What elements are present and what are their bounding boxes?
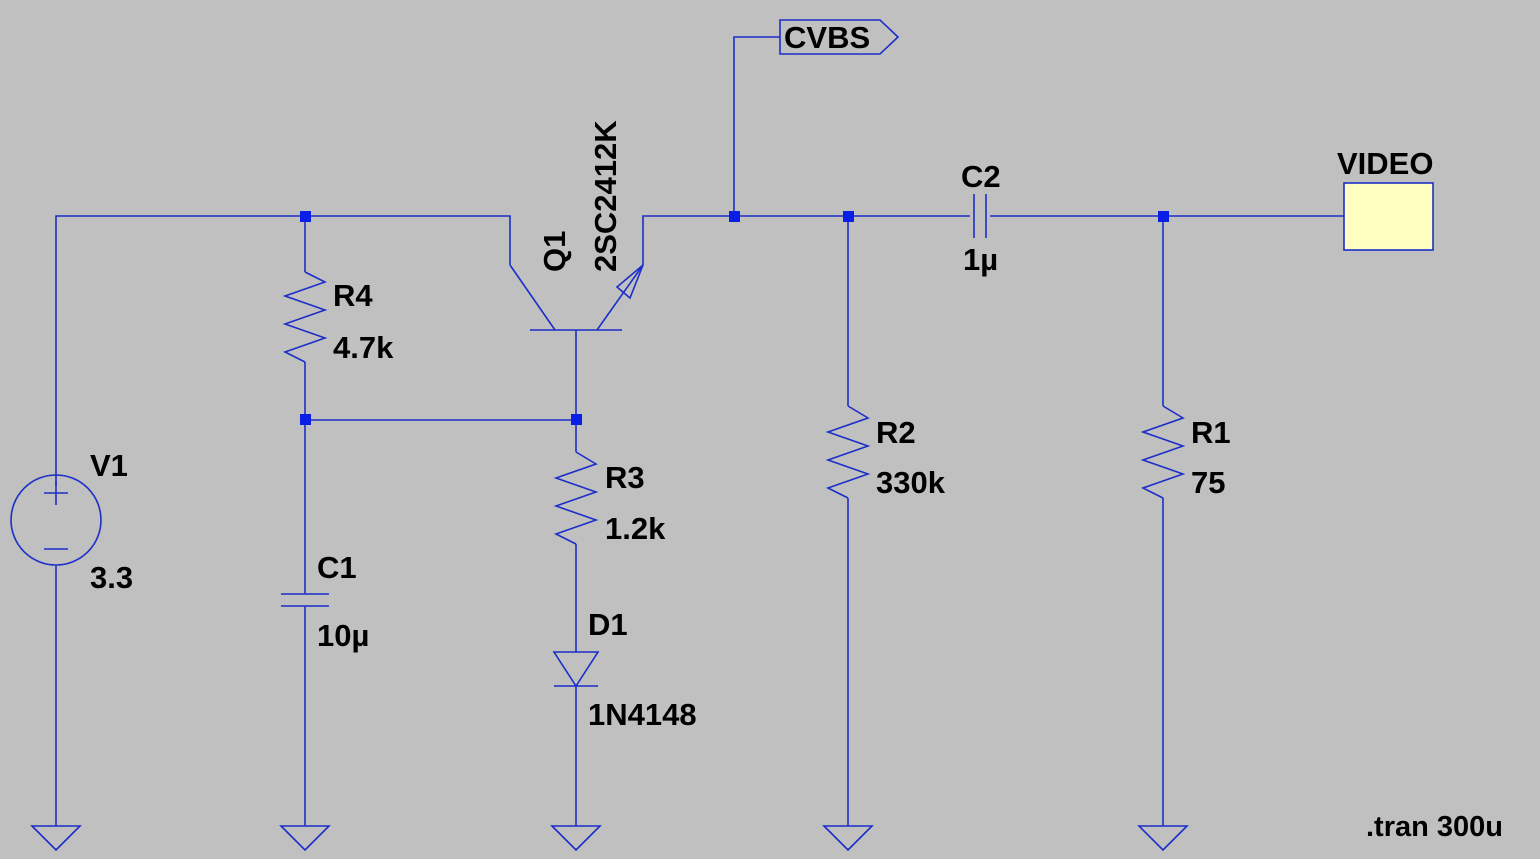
junctions — [300, 211, 1169, 425]
v1-name-label: V1 — [90, 448, 128, 483]
junction-bias-left — [300, 414, 311, 425]
voltage-source-v1[interactable]: V1 3.3 — [10, 448, 133, 595]
port-video[interactable]: VIDEO — [1337, 146, 1434, 251]
junction-r1 — [1158, 211, 1169, 222]
d1-triangle-icon — [552, 651, 600, 688]
r2-value-label: 330k — [876, 465, 946, 500]
r1-name-label: R1 — [1191, 415, 1231, 450]
q1-emitter — [596, 264, 644, 331]
resistor-r3[interactable]: R3 1.2k — [553, 451, 666, 546]
d1-value-label: 1N4148 — [588, 697, 697, 732]
transistor-q1[interactable]: Q1 2SC2412K — [509, 120, 644, 331]
diode-d1[interactable]: D1 1N4148 — [552, 607, 697, 732]
resistor-r4[interactable]: R4 4.7k — [282, 271, 394, 365]
ground-icon-v1 — [30, 825, 82, 852]
net-label-cvbs[interactable]: CVBS — [779, 19, 900, 55]
ground-icon-d1 — [550, 825, 602, 852]
junction-bias-right — [571, 414, 582, 425]
r3-name-label: R3 — [605, 460, 645, 495]
junction-r2 — [843, 211, 854, 222]
wire-emitter-rail — [642, 215, 970, 265]
r4-name-label: R4 — [333, 278, 373, 313]
r2-zigzag — [825, 405, 871, 499]
resistor-r2[interactable]: R2 330k — [825, 405, 946, 500]
v1-value-label: 3.3 — [90, 560, 133, 595]
ground-icon-r1 — [1137, 825, 1189, 852]
r1-zigzag — [1140, 405, 1186, 499]
junction-top-rail — [300, 211, 311, 222]
capacitor-c1[interactable]: C1 10µ — [281, 550, 369, 653]
capacitor-c2[interactable]: C2 1µ — [961, 159, 1001, 277]
r3-zigzag — [553, 451, 599, 545]
v1-body — [10, 474, 102, 566]
r2-name-label: R2 — [876, 415, 916, 450]
grounds — [30, 825, 1189, 852]
cvbs-label: CVBS — [784, 20, 870, 55]
wire-v1-top — [55, 215, 511, 485]
c1-name-label: C1 — [317, 550, 357, 585]
resistor-r1[interactable]: R1 75 — [1140, 405, 1231, 500]
q1-emitter-arrow-icon — [615, 264, 644, 300]
r4-zigzag — [282, 271, 328, 363]
video-port-box — [1343, 182, 1434, 251]
q1-value-label: 2SC2412K — [588, 120, 623, 272]
ground-icon-c1 — [279, 825, 331, 852]
q1-name-label: Q1 — [537, 231, 572, 272]
r1-value-label: 75 — [1191, 465, 1225, 500]
wire-cvbs-stub — [733, 36, 780, 216]
cvbs-flag — [779, 19, 900, 55]
video-label: VIDEO — [1337, 146, 1433, 181]
q1-collector — [509, 264, 556, 331]
c2-name-label: C2 — [961, 159, 1001, 194]
junction-cvbs — [729, 211, 740, 222]
c1-value-label: 10µ — [317, 618, 369, 653]
wires — [55, 36, 1344, 826]
d1-name-label: D1 — [588, 607, 628, 642]
r4-value-label: 4.7k — [333, 330, 394, 365]
r3-value-label: 1.2k — [605, 511, 666, 546]
c2-value-label: 1µ — [963, 242, 998, 277]
ground-icon-r2 — [822, 825, 874, 852]
spice-directive[interactable]: .tran 300u — [1366, 811, 1503, 843]
